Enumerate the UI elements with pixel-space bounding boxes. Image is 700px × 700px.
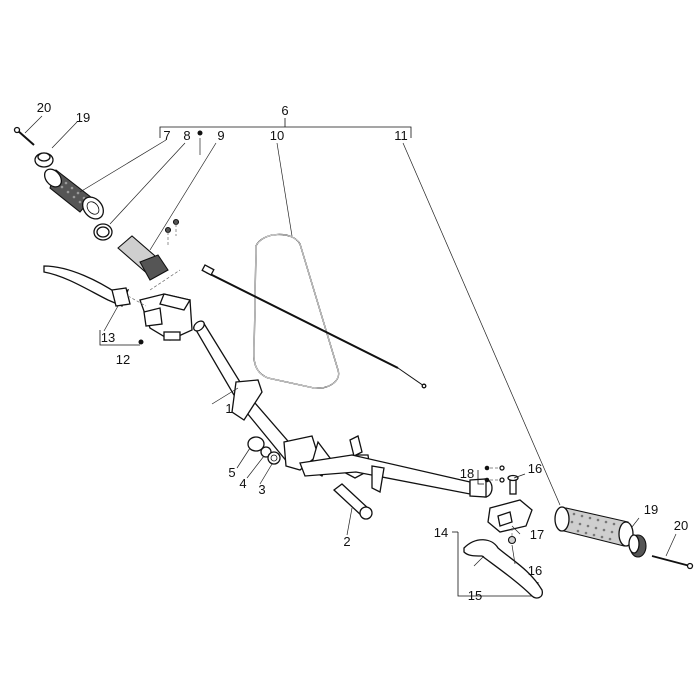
screw-dots-18	[484, 465, 505, 483]
callout-19-left: 19	[76, 110, 90, 125]
callout-5: 5	[228, 465, 235, 480]
o-ring	[93, 223, 113, 241]
master-cylinder	[127, 269, 193, 341]
left-bar-end-weight	[13, 126, 54, 168]
callout-19-right: 19	[644, 502, 658, 517]
callout-18: 18	[460, 466, 474, 481]
push-pull-cable	[201, 264, 427, 389]
marker-dot-12	[138, 339, 144, 345]
callout-4: 4	[239, 476, 246, 491]
washers	[247, 436, 281, 465]
callout-16-top: 16	[528, 461, 542, 476]
assembly-6-bracket	[159, 118, 412, 138]
callout-8: 8	[183, 128, 190, 143]
callout-15: 15	[468, 588, 482, 603]
callout-16-bottom: 16	[528, 563, 542, 578]
throttle-sleeve	[117, 218, 180, 281]
marker-dot-8	[197, 130, 203, 136]
callout-labels: 1 2 3 4 5 6 7 8 9 10 11 12 13 14 15 16 1…	[37, 100, 688, 603]
left-grip	[43, 168, 104, 220]
callout-20-left: 20	[37, 100, 51, 115]
right-grip	[554, 506, 634, 547]
callout-13: 13	[101, 330, 115, 345]
leader-lines	[24, 115, 677, 567]
callout-3: 3	[258, 482, 265, 497]
bolt	[332, 483, 373, 520]
handlebar-tube	[193, 320, 493, 498]
callout-14: 14	[434, 525, 448, 540]
callout-6: 6	[281, 103, 288, 118]
callout-2: 2	[343, 534, 350, 549]
callout-10: 10	[270, 128, 284, 143]
callout-12: 12	[116, 352, 130, 367]
callout-7: 7	[163, 128, 170, 143]
callout-9: 9	[217, 128, 224, 143]
callout-11: 11	[394, 128, 408, 143]
throttle-cable-loop	[253, 233, 340, 389]
left-brake-lever	[43, 265, 131, 307]
callout-1: 1	[225, 401, 232, 416]
right-lever-holder	[487, 474, 533, 545]
right-brake-lever	[463, 539, 543, 599]
right-bar-end-weight	[628, 534, 694, 570]
callout-20-right: 20	[674, 518, 688, 533]
callout-17: 17	[530, 527, 544, 542]
